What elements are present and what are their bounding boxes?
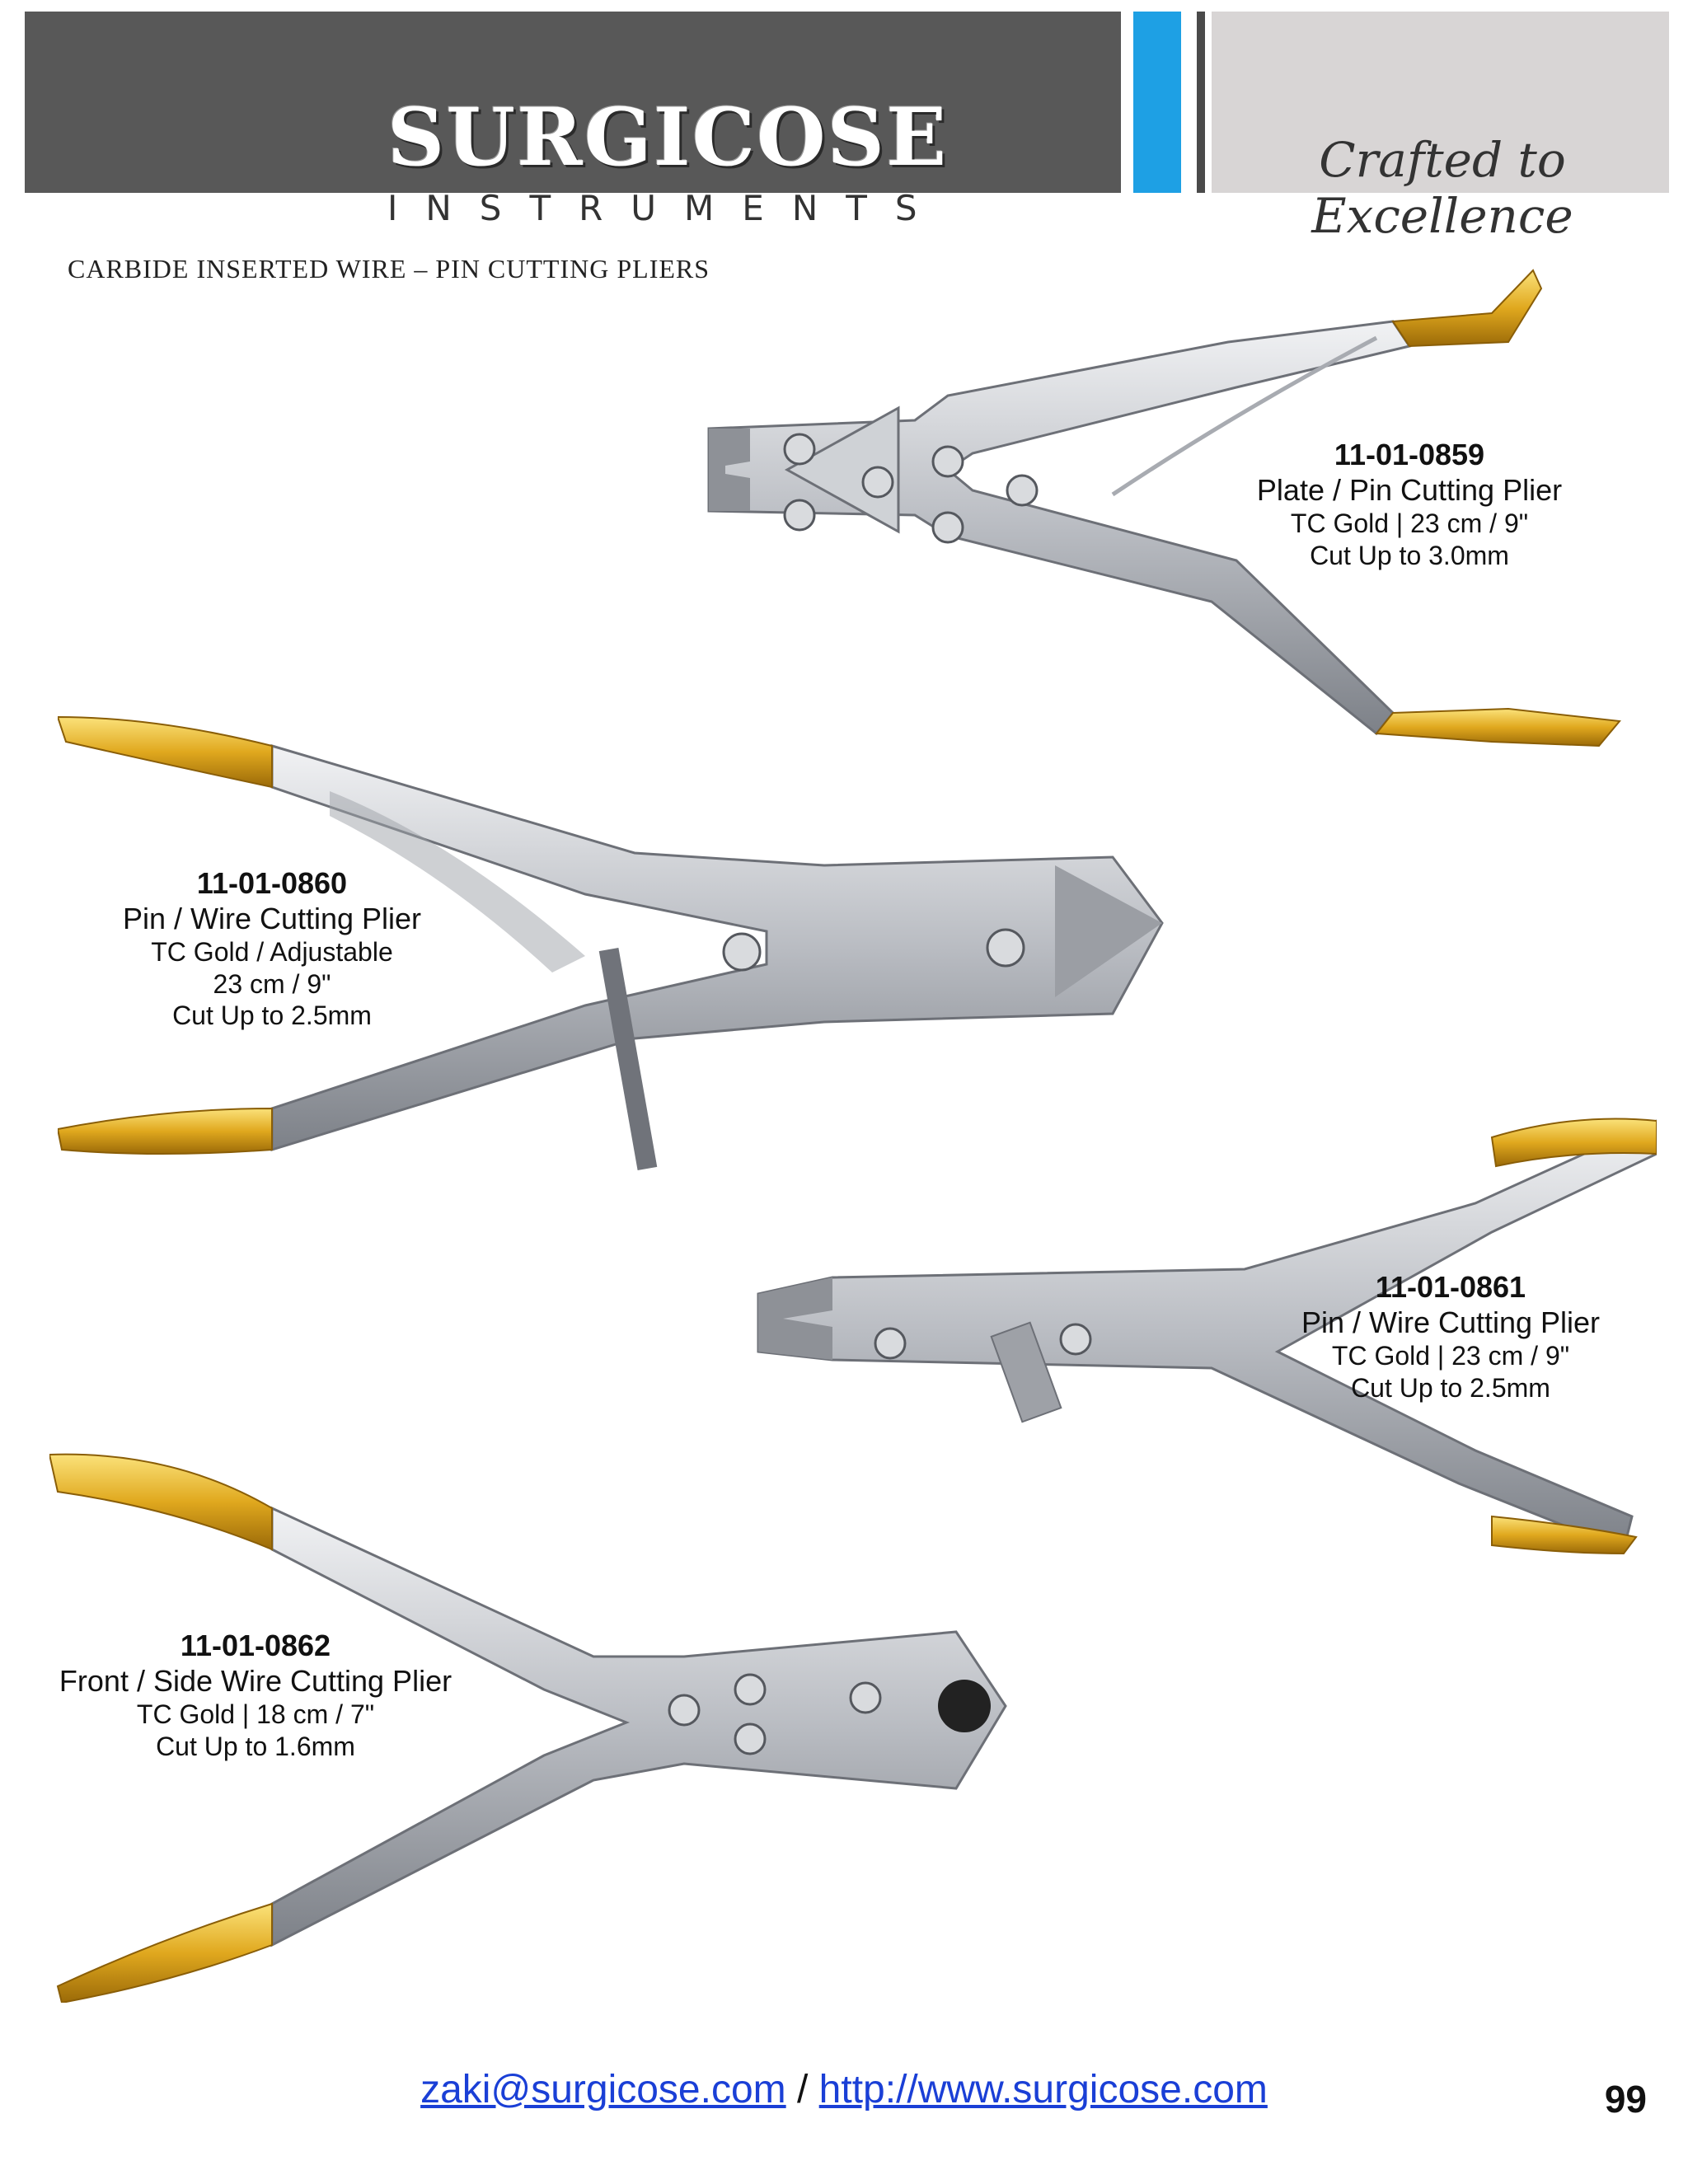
website-link[interactable]: http://www.surgicose.com bbox=[818, 2068, 1268, 2111]
product-spec: TC Gold | 18 cm / 7" bbox=[136, 1699, 375, 1730]
product-spec: Cut Up to 3.0mm bbox=[1310, 540, 1509, 570]
plier-image-0862 bbox=[49, 1453, 1007, 2003]
product-spec: Cut Up to 1.6mm bbox=[156, 1731, 355, 1761]
email-link[interactable]: zaki@surgicose.com bbox=[420, 2068, 786, 2111]
product-spec: 23 cm / 9" bbox=[213, 968, 331, 999]
header-banner bbox=[25, 12, 1121, 193]
product-label-0862: 11-01-0862 Front / Side Wire Cutting Pli… bbox=[33, 1628, 478, 1762]
product-label-0860: 11-01-0860 Pin / Wire Cutting Plier TC G… bbox=[82, 865, 462, 1032]
plier-image-0861 bbox=[757, 1118, 1657, 1555]
product-code: 11-01-0860 bbox=[196, 866, 348, 900]
product-spec: Cut Up to 2.5mm bbox=[1351, 1372, 1550, 1403]
tagline: Crafted to Excellence bbox=[1311, 132, 1573, 244]
product-label-0859: 11-01-0859 Plate / Pin Cutting Plier TC … bbox=[1228, 437, 1591, 571]
plier-image-0859 bbox=[707, 269, 1621, 748]
product-name: Front / Side Wire Cutting Plier bbox=[59, 1664, 452, 1699]
brand-subtitle: INSTRUMENTS bbox=[387, 188, 945, 228]
page-number: 99 bbox=[1604, 2078, 1647, 2121]
product-name: Pin / Wire Cutting Plier bbox=[122, 902, 422, 936]
product-name: Pin / Wire Cutting Plier bbox=[1301, 1305, 1601, 1340]
plier-image-0860 bbox=[58, 715, 1164, 1171]
product-code: 11-01-0859 bbox=[1334, 438, 1485, 471]
product-spec: TC Gold / Adjustable bbox=[151, 937, 393, 968]
brand-logo-text: SURGICOSE bbox=[387, 91, 949, 184]
footer-separator: / bbox=[796, 2068, 809, 2111]
header-accent-bar bbox=[1133, 12, 1181, 193]
header-tagline-panel bbox=[1212, 12, 1669, 193]
product-code: 11-01-0862 bbox=[180, 1629, 331, 1662]
product-spec: Cut Up to 2.5mm bbox=[172, 1001, 372, 1031]
footer-contact: zaki@surgicose.com / http://www.surgicos… bbox=[0, 2067, 1688, 2112]
product-label-0861: 11-01-0861 Pin / Wire Cutting Plier TC G… bbox=[1286, 1269, 1615, 1404]
header-divider bbox=[1197, 12, 1205, 193]
page-title: CARBIDE INSERTED WIRE – PIN CUTTING PLIE… bbox=[68, 254, 710, 284]
product-spec: TC Gold | 23 cm / 9" bbox=[1290, 509, 1529, 539]
product-spec: TC Gold | 23 cm / 9" bbox=[1331, 1341, 1570, 1371]
product-code: 11-01-0861 bbox=[1375, 1270, 1526, 1304]
product-name: Plate / Pin Cutting Plier bbox=[1256, 473, 1563, 508]
